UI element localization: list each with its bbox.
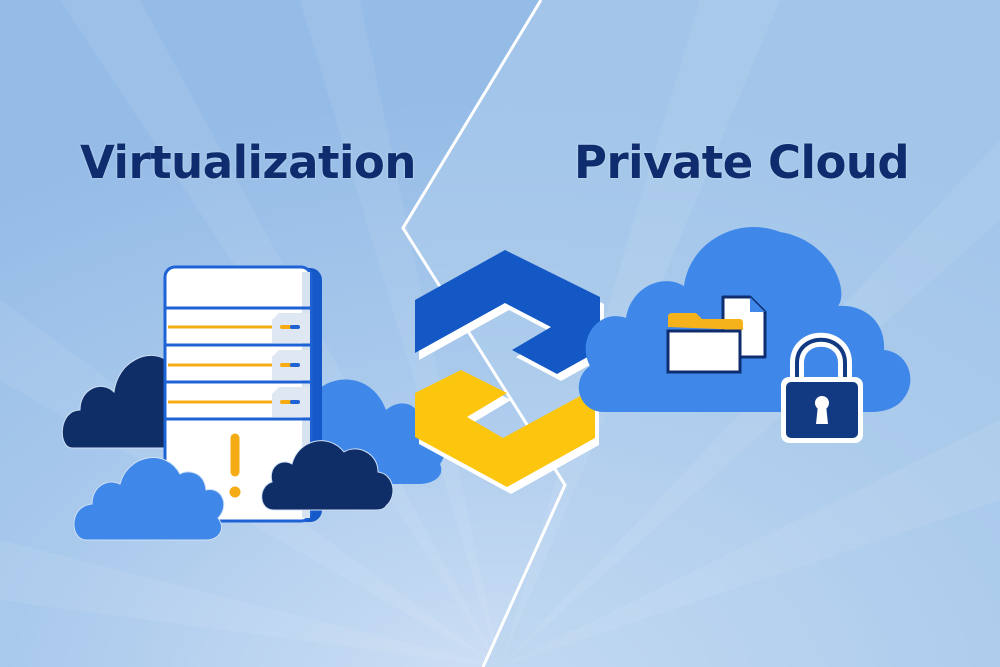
server-slot-1 (168, 313, 310, 343)
keyhole-icon (815, 396, 829, 424)
dark-cloud-bottom-right-icon (261, 440, 394, 511)
padlock-icon (781, 332, 863, 443)
private-cloud-icon (578, 227, 911, 443)
arrow-top-blue (415, 250, 604, 381)
server-slot-3 (168, 387, 310, 417)
light-cloud-bottom-left-icon (73, 457, 225, 541)
exclamation-warning-icon (229, 433, 241, 498)
dark-cloud-left-icon (61, 355, 167, 449)
server-tower-icon (163, 265, 322, 523)
arrow-bottom-yellow (415, 370, 599, 494)
server-slot-2 (168, 350, 310, 380)
folder-icon (666, 313, 743, 374)
interlocking-arrows-icon (415, 250, 604, 494)
divider-line (401, 0, 567, 667)
heading-virtualization: Virtualization (80, 136, 416, 189)
heading-private-cloud: Private Cloud (574, 136, 910, 189)
